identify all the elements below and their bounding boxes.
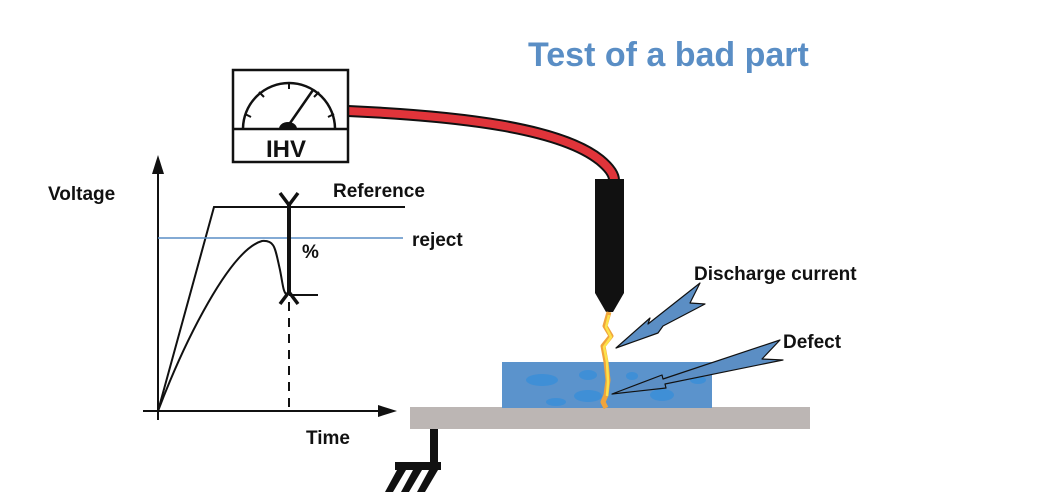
x-axis-label: Time <box>306 428 350 449</box>
base-plate <box>410 407 810 429</box>
bad-part-curve <box>157 239 288 412</box>
voltage-time-graph: Voltage Time Reference reject % <box>48 155 463 449</box>
meter-label: IHV <box>266 136 306 163</box>
defect-label: Defect <box>783 332 842 353</box>
y-axis-label: Voltage <box>48 184 115 205</box>
meter-pivot <box>279 122 297 129</box>
drop-indicator-top-marker <box>278 191 300 208</box>
meter-needle <box>286 89 315 127</box>
ground-symbol-icon <box>385 429 441 492</box>
reference-label: Reference <box>333 181 425 202</box>
ihv-meter: IHV <box>231 68 350 164</box>
meter-tick-marks <box>244 83 335 118</box>
insulation-voids <box>526 370 706 406</box>
drop-indicator-bottom-marker <box>278 289 300 306</box>
test-probe <box>595 179 624 312</box>
drop-percent-label: % <box>302 242 319 263</box>
x-axis-arrowhead <box>378 405 397 417</box>
discharge-callout-arrow <box>615 282 706 349</box>
diagram-title: Test of a bad part <box>528 36 809 74</box>
reject-label: reject <box>412 230 463 251</box>
test-cable <box>347 105 620 181</box>
y-axis-arrowhead <box>152 155 164 174</box>
defect-callout-arrow <box>611 339 784 395</box>
discharge-current-label: Discharge current <box>694 264 857 285</box>
reference-curve <box>157 206 405 412</box>
